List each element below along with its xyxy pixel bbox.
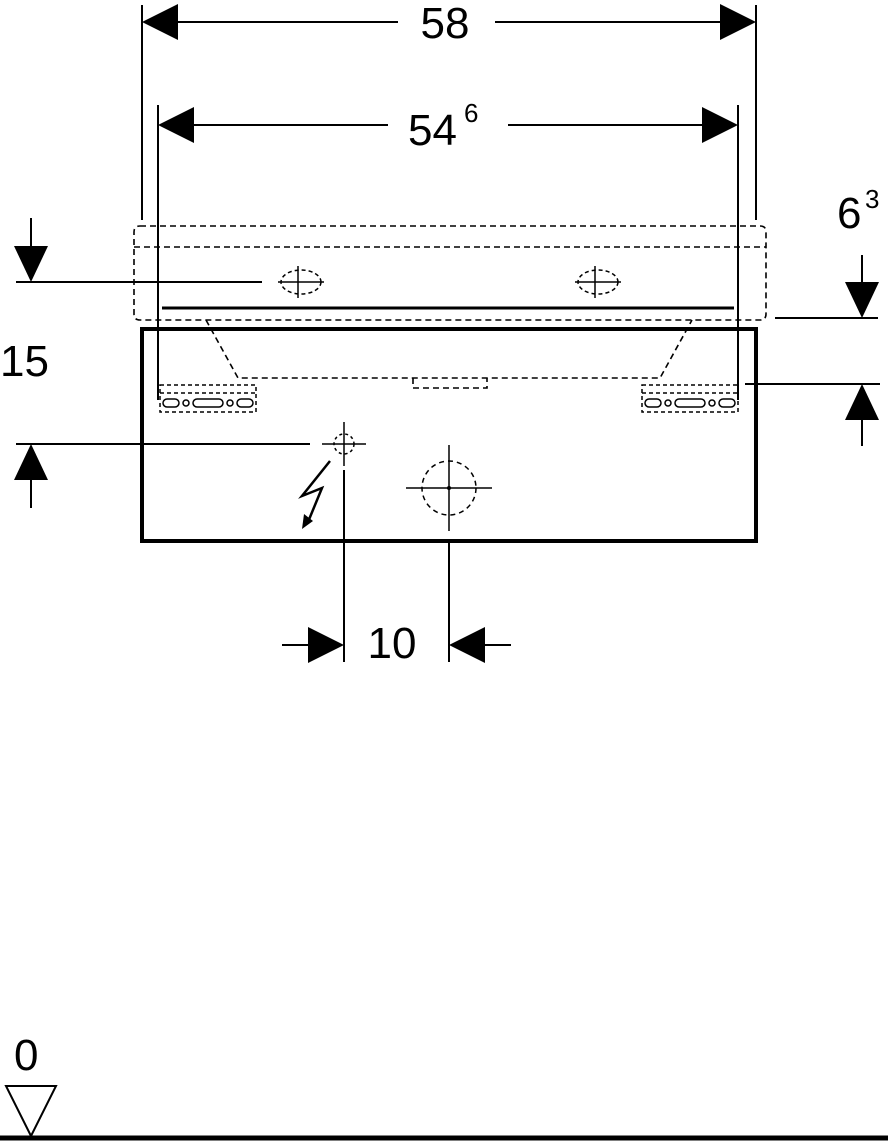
inner-width-superscript: 6 <box>464 98 478 128</box>
arrow-right-icon <box>308 627 344 663</box>
lightning-bolt-icon <box>298 460 331 529</box>
arrow-up-icon <box>14 444 48 480</box>
socket-height-label: 15 <box>0 337 49 386</box>
dimension-top-offset <box>745 255 880 446</box>
arrow-up-icon <box>845 384 879 420</box>
drain-crosshair-icon <box>406 445 492 531</box>
dimension-outer-width <box>141 4 757 220</box>
dimension-socket-height <box>14 218 310 508</box>
inner-width-value: 54 <box>408 106 457 155</box>
arrow-down-icon <box>14 246 48 282</box>
crosshair-icon <box>278 266 324 298</box>
arrow-down-icon <box>845 282 879 318</box>
top-offset-superscript: 3 <box>865 184 879 214</box>
arrow-left-icon <box>158 107 194 143</box>
top-offset-label: 6 <box>837 189 861 238</box>
dimension-inner-width <box>157 105 739 400</box>
dashed-upper-frame <box>133 225 767 389</box>
dimension-socket-spacing <box>282 470 511 663</box>
inner-width-label: 54 <box>408 106 457 155</box>
arrow-right-icon <box>720 4 756 40</box>
mounting-bracket-right <box>641 384 739 413</box>
crosshair-icon <box>575 266 621 298</box>
outer-width-label: 58 <box>421 0 470 48</box>
arrow-left-icon <box>449 627 485 663</box>
floor-level-label: 0 <box>14 1031 38 1080</box>
triangle-down-icon <box>4 1085 58 1139</box>
arrow-left-icon <box>142 4 178 40</box>
socket-crosshair-icon <box>322 422 366 466</box>
mounting-bracket-left <box>159 384 257 413</box>
socket-spacing-label: 10 <box>368 619 417 668</box>
arrow-right-icon <box>702 107 738 143</box>
